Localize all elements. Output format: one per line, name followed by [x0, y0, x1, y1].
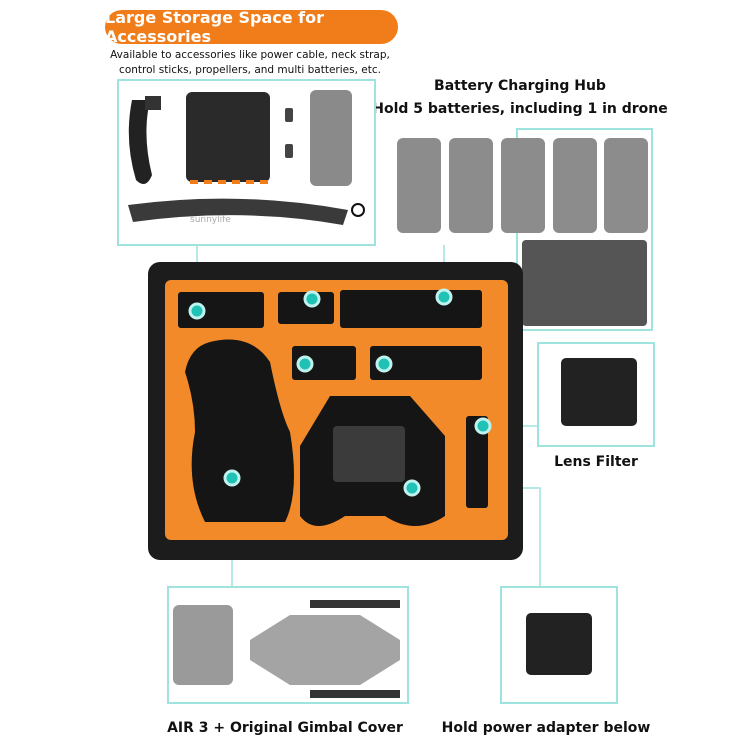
- neck-strap-image: sunnylife: [128, 198, 365, 225]
- battery-hub-title: Battery Charging Hub: [434, 78, 606, 94]
- lens-filter-label: Lens Filter: [554, 454, 638, 470]
- strap-logo: sunnylife: [190, 215, 231, 225]
- power-cable-image: [128, 96, 161, 184]
- power-adapter-image: [526, 613, 592, 675]
- gimbal-cover-image: [173, 605, 233, 685]
- charging-hub-image: [522, 240, 647, 326]
- battery-image: [310, 90, 352, 186]
- adapter-label: Hold power adapter below: [441, 720, 651, 736]
- storage-subtitle: Available to accessories like power cabl…: [90, 48, 410, 78]
- drone-image: [250, 600, 400, 698]
- teal-markers: [188, 288, 492, 497]
- drone-label: AIR 3 + Original Gimbal Cover: [167, 720, 403, 736]
- gimbal-cutout: [333, 426, 405, 482]
- propellers-image: [186, 92, 270, 184]
- control-sticks-image: [285, 108, 293, 158]
- lens-filter-image: [561, 358, 637, 426]
- subtitle-line: control sticks, propellers, and multi ba…: [119, 64, 381, 76]
- subtitle-line: Available to accessories like power cabl…: [110, 49, 390, 61]
- batteries-image: [397, 138, 648, 233]
- storage-title-badge: Large Storage Space for Accessories: [105, 8, 398, 46]
- battery-hub-subtitle: Hold 5 batteries, including 1 in drone: [372, 101, 668, 117]
